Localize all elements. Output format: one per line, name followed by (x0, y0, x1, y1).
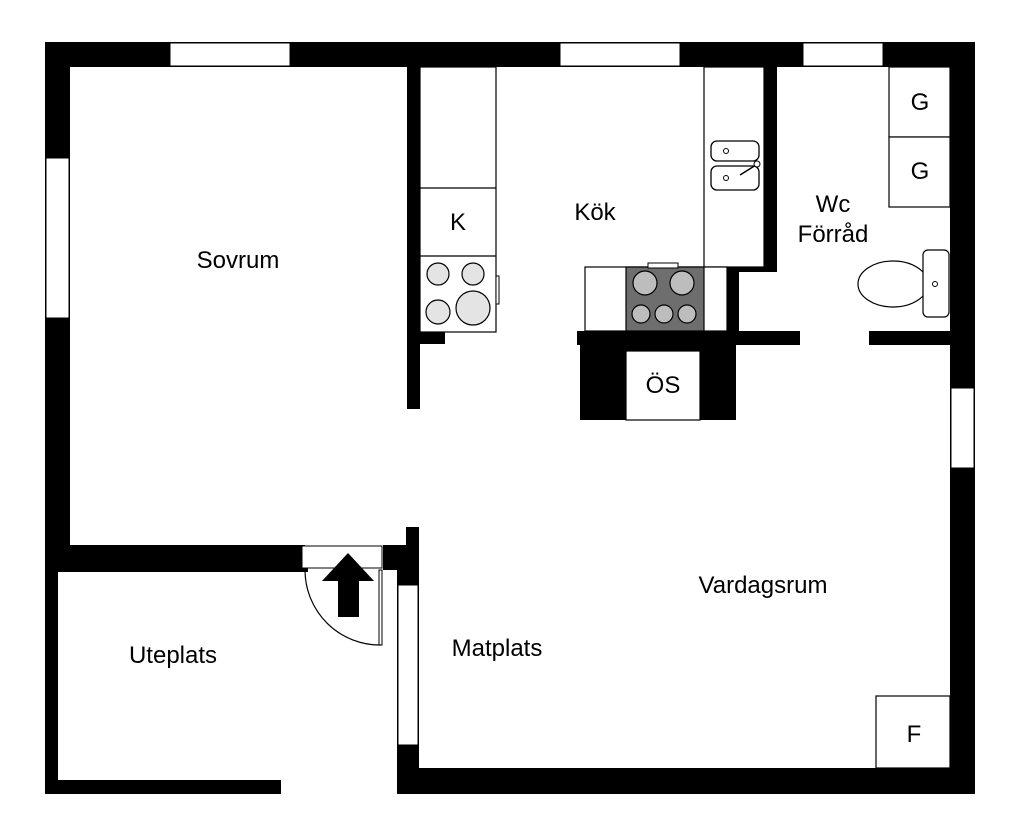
wall-sovrum-bottom (45, 545, 305, 570)
sink-drain-1 (723, 148, 729, 154)
chimney-top (580, 331, 736, 351)
room-label-wc: Wc (816, 191, 851, 218)
room-labels: Sovrum Kök Wc Förråd Uteplats Matplats V… (129, 191, 868, 669)
fridge-label: K (450, 209, 466, 236)
room-label-matplats: Matplats (452, 635, 543, 662)
chimney-right (700, 345, 736, 420)
burner-4 (455, 290, 491, 326)
kitchen-left-counter: K (419, 66, 500, 333)
kitchen-stove-counter (584, 262, 728, 332)
wall-bottom (397, 768, 975, 794)
window-matplats (397, 584, 419, 746)
uteplats-walls (45, 566, 308, 794)
burner-3 (425, 299, 451, 325)
wc-fixtures: G G (857, 66, 951, 318)
wall-door-post (406, 527, 419, 583)
os-box (625, 350, 701, 421)
stove-burner-1 (632, 270, 658, 296)
wall-sovrum-kok (407, 67, 420, 409)
outer-walls (45, 42, 975, 794)
oven-stove-box: ÖS (625, 350, 701, 421)
f-cabinet-group: F (875, 695, 951, 769)
sink-basin-1 (710, 140, 760, 162)
window-right-vardagsrum (950, 387, 975, 469)
os-label: ÖS (646, 372, 681, 399)
wall-kok-counter-end (420, 332, 445, 344)
burner-2 (461, 262, 485, 286)
g-label-1: G (911, 89, 930, 116)
toilet-flush (932, 281, 938, 287)
counter-left (419, 66, 497, 333)
window-top-sovrum (169, 42, 291, 67)
uteplats-wall-bottom (45, 780, 281, 794)
room-label-kok: Kök (574, 199, 616, 226)
arrow-up-icon (322, 553, 374, 617)
uteplats-wall-left (45, 568, 58, 794)
stove-burner-4 (654, 304, 674, 324)
window-left-sovrum (45, 157, 70, 319)
toilet-bowl (857, 260, 929, 308)
room-label-sovrum: Sovrum (197, 247, 280, 274)
wall-kok-wc (764, 67, 777, 272)
stove-burner-5 (677, 304, 697, 324)
door-leaf (378, 569, 383, 646)
sink-faucet (739, 164, 757, 176)
burner-1 (426, 262, 450, 286)
g-cabinet-2 (888, 136, 951, 208)
f-cabinet (875, 695, 951, 769)
windows (45, 42, 975, 746)
g-label-2: G (911, 158, 930, 185)
door-swing-icon (304, 569, 382, 646)
stove-handle (647, 262, 679, 269)
hob-handle (495, 275, 500, 305)
room-label-uteplats: Uteplats (129, 642, 217, 669)
stove-burner-2 (669, 270, 695, 296)
wall-wc-bottom-right (869, 331, 950, 345)
window-top-kok (559, 42, 681, 67)
window-top-wc (802, 42, 884, 67)
stove-burner-3 (631, 304, 651, 324)
wall-stove-side (727, 262, 739, 342)
chimney-left (580, 345, 626, 420)
sink-basin-2 (710, 165, 760, 191)
entrance-door (304, 553, 383, 646)
uteplats-wall-top (58, 566, 308, 572)
sink-faucet-head (753, 160, 761, 168)
sink-drain-2 (723, 175, 729, 181)
room-label-forrad: Förråd (798, 221, 869, 248)
room-label-vardagsrum: Vardagsrum (699, 572, 828, 599)
interior-walls (45, 67, 950, 583)
kitchen-right-counter (703, 66, 765, 268)
f-label: F (907, 721, 922, 748)
